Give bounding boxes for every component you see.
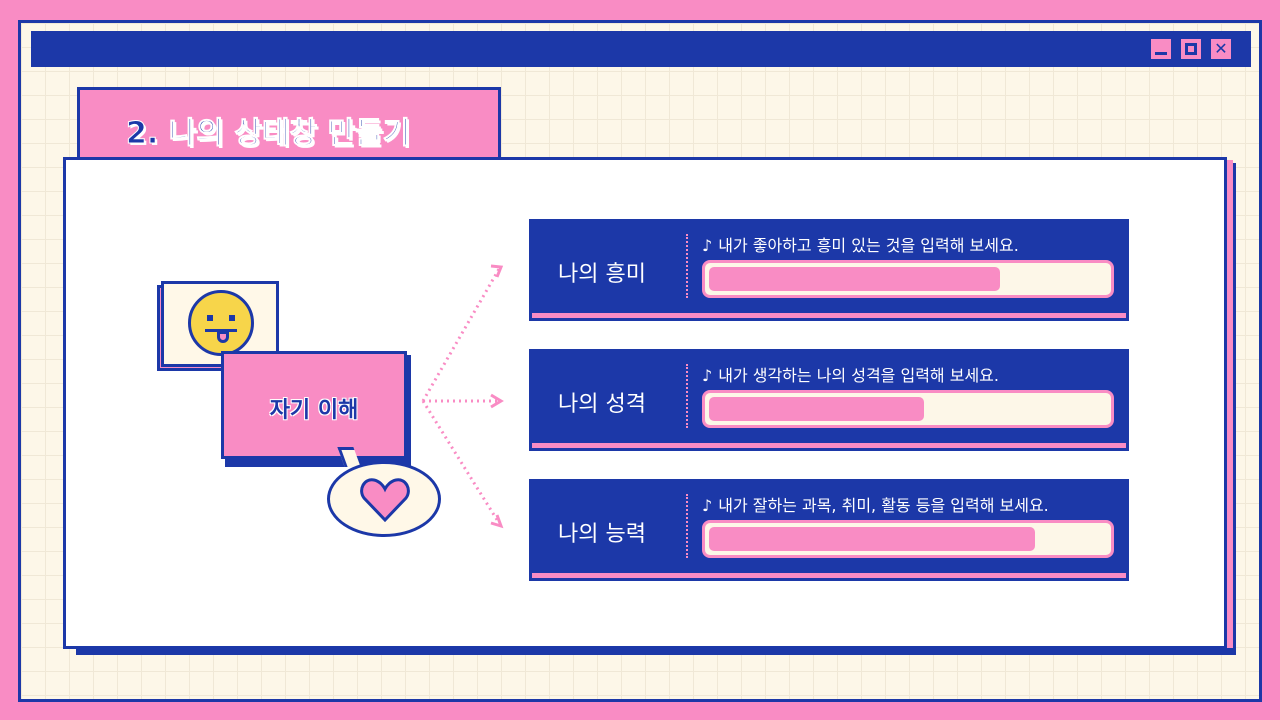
card-body: 나의 흥미 ♪ 내가 좋아하고 흥미 있는 것을 입력해 보세요. — [529, 219, 1129, 313]
arrowhead-middle — [490, 393, 504, 409]
music-note-icon: ♪ — [702, 366, 713, 385]
music-note-icon: ♪ — [702, 496, 713, 515]
card-hint: 내가 좋아하고 흥미 있는 것을 입력해 보세요. — [718, 236, 1019, 255]
arrowhead-top — [490, 264, 504, 278]
personality-input-bar[interactable] — [702, 390, 1114, 428]
app-window: ✕ 2. 나의 상태창 만들기 자기 이해 — [18, 20, 1262, 702]
status-card-personality: 나의 성격 ♪ 내가 생각하는 나의 성격을 입력해 보세요. — [529, 349, 1129, 453]
window-titlebar[interactable]: ✕ — [31, 31, 1251, 67]
maximize-button[interactable] — [1179, 37, 1203, 61]
arrowhead-bottom — [490, 514, 504, 529]
arrow-line-bottom — [421, 400, 501, 524]
status-card-ability: 나의 능력 ♪ 내가 잘하는 과목, 취미, 활동 등을 입력해 보세요. — [529, 479, 1129, 583]
connector-arrows — [421, 264, 504, 529]
face-right-eye — [229, 315, 235, 321]
card-hint-row: ♪ 내가 좋아하고 흥미 있는 것을 입력해 보세요. — [702, 232, 1019, 256]
interest-input-bar[interactable] — [702, 260, 1114, 298]
face-mouth — [205, 329, 237, 332]
face-left-eye — [207, 315, 213, 321]
card-label: 나의 흥미 — [558, 262, 646, 287]
center-label: 자기 이해 — [269, 398, 359, 423]
minimize-button[interactable] — [1149, 37, 1173, 61]
heart-icon — [360, 478, 410, 522]
card-body: 나의 성격 ♪ 내가 생각하는 나의 성격을 입력해 보세요. — [529, 349, 1129, 443]
page-title: 2. 나의 상태창 만들기 — [125, 116, 411, 152]
card-label: 나의 능력 — [558, 522, 646, 547]
close-icon: ✕ — [1214, 39, 1228, 58]
card-label: 나의 성격 — [558, 392, 646, 417]
card-divider — [686, 234, 688, 298]
face-bubble — [161, 281, 279, 367]
card-divider — [686, 494, 688, 558]
minimize-icon — [1155, 52, 1167, 55]
progress-fill — [709, 267, 1000, 291]
face-tongue — [217, 331, 229, 343]
center-bubble: 자기 이해 — [221, 351, 407, 459]
progress-fill — [709, 527, 1036, 551]
maximize-icon — [1185, 43, 1197, 55]
heart-bubble — [327, 461, 441, 537]
music-note-icon: ♪ — [702, 236, 713, 255]
ability-input-bar[interactable] — [702, 520, 1114, 558]
status-card-interest: 나의 흥미 ♪ 내가 좋아하고 흥미 있는 것을 입력해 보세요. — [529, 219, 1129, 323]
card-hint: 내가 잘하는 과목, 취미, 활동 등을 입력해 보세요. — [718, 496, 1049, 515]
arrow-line-top — [421, 268, 501, 402]
card-hint-row: ♪ 내가 잘하는 과목, 취미, 활동 등을 입력해 보세요. — [702, 492, 1049, 516]
card-body: 나의 능력 ♪ 내가 잘하는 과목, 취미, 활동 등을 입력해 보세요. — [529, 479, 1129, 573]
card-hint: 내가 생각하는 나의 성격을 입력해 보세요. — [718, 366, 999, 385]
progress-fill — [709, 397, 924, 421]
card-hint-row: ♪ 내가 생각하는 나의 성격을 입력해 보세요. — [702, 362, 999, 386]
close-button[interactable]: ✕ — [1209, 37, 1233, 61]
card-divider — [686, 364, 688, 428]
